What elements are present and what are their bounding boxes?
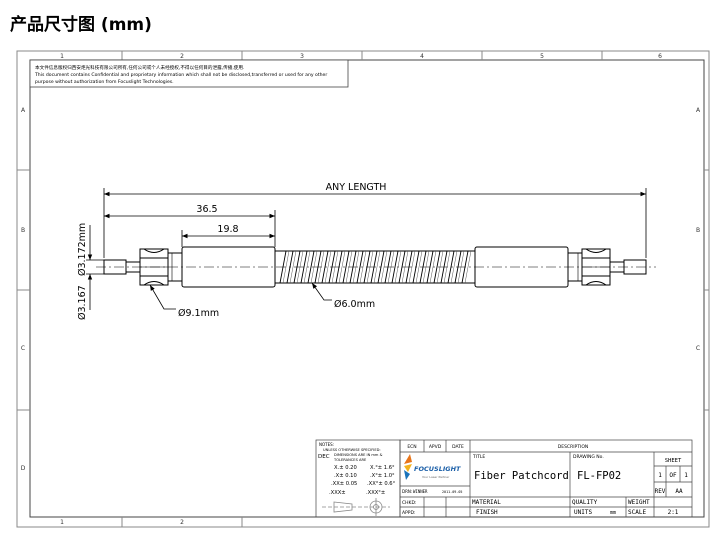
tol-row-4b: .XXX°± <box>366 490 385 496</box>
col-bottom-2: 2 <box>180 519 184 526</box>
dim-19-8: 19.8 <box>217 224 238 235</box>
notes-line-3: DIMENSIONS ARE IN mm & <box>334 453 383 457</box>
focuslight-logo: FOCUSLIGHT Your Laser Partner <box>404 454 461 480</box>
title-block-text: ECN APVD DATE DESCRIPTION TITLE DRAWING … <box>402 444 688 516</box>
dim-dia-9-1: Ø9.1mm <box>178 308 219 319</box>
tb-sheet-num: 1 <box>658 472 662 479</box>
tb-drn-date: 2011-09-05 <box>442 490 462 494</box>
tb-scale-value: 2:1 <box>668 509 679 516</box>
col-4: 4 <box>420 53 424 60</box>
tol-row-2b: .X°± 1.0° <box>370 473 395 479</box>
tb-apvd: APVD <box>429 444 442 450</box>
tb-sheet-total: 1 <box>684 472 688 479</box>
tb-title-label: TITLE <box>472 454 485 460</box>
tb-units-mm: mm <box>610 510 616 516</box>
col-2: 2 <box>180 53 184 60</box>
row-c: C <box>21 345 25 352</box>
dim-dia-3172: Ø3.172mm <box>77 223 88 276</box>
logo-wordmark: FOCUSLIGHT <box>414 465 461 473</box>
title-block <box>399 439 693 518</box>
row-d: D <box>21 465 26 472</box>
tb-material: MATERIAL <box>472 499 501 506</box>
tol-row-1b: X.°± 1.6° <box>370 465 395 471</box>
tb-rev-value: AA <box>675 488 683 495</box>
col-bottom-1: 1 <box>60 519 64 526</box>
tb-description: DESCRIPTION <box>558 444 588 450</box>
col-5: 5 <box>540 53 544 60</box>
notice-line-3: purpose without authorization from Focus… <box>35 79 174 85</box>
tol-row-4a: .XXX± <box>329 490 346 496</box>
tb-quality: QUALITY <box>572 499 598 506</box>
tol-row-3a: .XX± 0.05 <box>331 481 357 487</box>
notes-line-1: NOTES: <box>319 442 334 447</box>
tb-finish: FINISH <box>476 509 498 516</box>
dim-any-length: ANY LENGTH <box>326 182 387 193</box>
notice-line-2: This document contains Confidential and … <box>34 72 327 78</box>
tb-weight: WEIGHT <box>628 499 650 506</box>
row-c-right: C <box>696 345 700 352</box>
bottom-ruler: 1 2 <box>60 517 243 527</box>
top-ruler: 1 2 3 4 5 6 <box>60 51 662 60</box>
row-b-right: B <box>696 227 700 234</box>
tol-row-2a: .X± 0.10 <box>334 473 357 479</box>
tb-drn-value: WINNER <box>413 489 428 494</box>
dim-dia-3167: Ø3.167 <box>77 285 88 320</box>
col-1: 1 <box>60 53 64 60</box>
outer-frame <box>16 50 710 528</box>
dim-dia-6-0: Ø6.0mm <box>334 299 375 310</box>
col-6: 6 <box>658 53 662 60</box>
tb-rev-label: REV <box>655 488 666 495</box>
tol-row-3b: .XX°± 0.6° <box>367 481 396 487</box>
dimension-lines <box>86 188 647 310</box>
row-a: A <box>21 107 26 114</box>
patchcord-drawing <box>96 246 656 288</box>
tb-title-value: Fiber Patchcord <box>474 470 569 482</box>
tb-drn-label: DRN: <box>402 489 412 494</box>
notes-line-4: TOLERANCES ARE <box>333 458 367 462</box>
row-a-right: A <box>696 107 701 114</box>
tb-scale: SCALE <box>628 509 646 516</box>
col-3: 3 <box>300 53 304 60</box>
confidentiality-notice: 本文件信息版权归西安炬光科技有限公司所有,任何公司或个人未经授权,不得以任何目的… <box>29 59 349 88</box>
tb-chkd: CHKD: <box>402 500 416 506</box>
notes-dec: DEC <box>318 454 330 460</box>
tb-sheet-of: OF <box>669 472 677 479</box>
tb-sheet-label: SHEET <box>665 458 682 464</box>
dimension-labels: ANY LENGTH 36.5 19.8 Ø3.172mm Ø3.167 Ø9.… <box>77 182 386 320</box>
side-ruler: A B C D A B C <box>17 107 709 472</box>
tb-ecn: ECN <box>407 444 416 450</box>
tb-drawing-label: DRAWING No. <box>573 454 604 460</box>
tb-units: UNITS <box>574 509 592 516</box>
page-title: 产品尺寸图 (mm) <box>10 15 152 35</box>
logo-tagline: Your Laser Partner <box>422 475 450 479</box>
projection-symbol-icon <box>322 498 390 516</box>
tolerance-notes: NOTES: UNLESS OTHERWISE SPECIFIED: DEC D… <box>315 439 401 518</box>
dim-36-5: 36.5 <box>196 204 217 215</box>
row-b: B <box>21 227 25 234</box>
notice-line-1: 本文件信息版权归西安炬光科技有限公司所有,任何公司或个人未经授权,不得以任何目的… <box>35 64 244 71</box>
tb-appd: APPD: <box>402 510 416 516</box>
tb-drawing-value: FL-FP02 <box>577 470 621 482</box>
tol-row-1a: X.± 0.20 <box>334 465 357 471</box>
tb-date: DATE <box>452 444 464 450</box>
notes-line-2: UNLESS OTHERWISE SPECIFIED: <box>323 448 381 452</box>
